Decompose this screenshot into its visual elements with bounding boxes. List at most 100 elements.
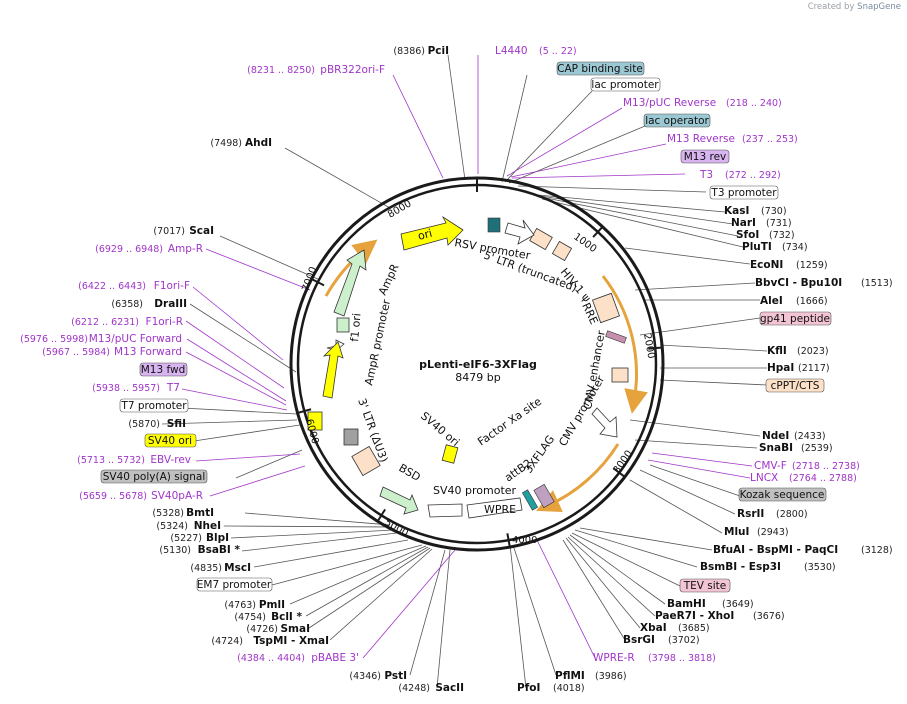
- box-m13-fwd: M13 fwd: [141, 364, 186, 376]
- site-kasi-pos: (730): [761, 206, 787, 217]
- site-sfoi-pos: (732): [769, 230, 795, 241]
- site-sfii-pos: (5870): [128, 419, 160, 430]
- site-pluti-pos: (734): [782, 242, 808, 253]
- feature-ori: ori: [416, 227, 433, 243]
- primer-lncx-range: (2764 .. 2788): [789, 473, 857, 484]
- site-bcli: BclI *: [271, 611, 302, 623]
- feature-sv40-ori: SV40 ori: [418, 409, 462, 449]
- primer-pbr322ori-f: pBR322ori-F: [320, 64, 385, 76]
- site-econi: EcoNI: [750, 259, 783, 271]
- site-snabi: SnaBI: [759, 442, 793, 454]
- site-nari: NarI: [731, 217, 756, 229]
- feature-bsd: BSD: [397, 461, 423, 484]
- box-cap-binding-site: CAP binding site: [557, 63, 643, 75]
- tick-mark: [311, 278, 325, 287]
- feature-wpre: WPRE: [484, 503, 516, 516]
- site-snabi-pos: (2539): [801, 443, 833, 454]
- primer-ebv-rev-range: (5713 .. 5732): [77, 455, 145, 466]
- site-pflmi-pos: (3986): [595, 671, 627, 682]
- tick-5000: 5000: [383, 517, 411, 539]
- tick-3000: 3000: [611, 449, 635, 476]
- left-sites: PciI(8386) AhdI(7498) ScaI(7017) DraIII(…: [111, 45, 464, 694]
- primer-pbabe-3-range: (4384 .. 4404): [237, 653, 305, 664]
- site-ahdi-pos: (7498): [210, 138, 242, 149]
- primer-m13puc-reverse: M13/pUC Reverse: [623, 97, 716, 109]
- site-kasi: KasI: [724, 205, 749, 217]
- primer-m13puc-forward: M13/pUC Forward: [89, 333, 182, 345]
- box-t3-promoter: T3 promoter: [710, 187, 777, 199]
- boxed-labels: CAP binding site lac promoter lac operat…: [100, 61, 832, 593]
- tick-mark: [648, 346, 663, 350]
- primer-sv40pa-r: SV40pA-R: [151, 490, 203, 502]
- tick-mark: [592, 226, 604, 238]
- box-tev-site: TEV site: [683, 580, 727, 592]
- site-pmli-pos: (4763): [224, 600, 256, 611]
- site-blpi-pos: (5227): [170, 533, 202, 544]
- primer-f1ori-f-range: (6422 .. 6443): [78, 281, 146, 292]
- box-em7-promoter: EM7 promoter: [197, 579, 272, 591]
- site-xbai-pos: (3685): [678, 623, 710, 634]
- site-sacii-pos: (4248): [398, 683, 430, 694]
- primer-t7-range: (5938 .. 5957): [92, 383, 160, 394]
- primer-f1ori-r: F1ori-R: [146, 316, 183, 328]
- site-scai-pos: (7017): [153, 226, 185, 237]
- inner-features: [307, 215, 629, 519]
- site-bfuai-pos: (3128): [861, 545, 893, 556]
- tick-4000: 4000: [512, 535, 537, 546]
- site-ndei: NdeI: [762, 430, 789, 442]
- site-blpi: BlpI: [206, 532, 229, 544]
- primer-wpre-r-range: (3798 .. 3818): [648, 653, 716, 664]
- site-smai: SmaI: [281, 623, 311, 635]
- site-draiii: DraIII: [154, 298, 187, 310]
- site-kfli: KflI: [767, 345, 787, 357]
- site-draiii-pos: (6358): [111, 299, 143, 310]
- primer-cmv-f: CMV-F: [754, 460, 787, 472]
- site-alei-pos: (1666): [796, 296, 828, 307]
- site-bbvci-pos: (1513): [861, 278, 893, 289]
- primer-pbr322ori-f-range: (8231 .. 8250): [247, 65, 315, 76]
- site-mlui: MluI: [724, 526, 749, 538]
- primer-wpre-r: WPRE-R: [593, 652, 635, 664]
- site-bsrgi-pos: (3702): [668, 635, 700, 646]
- site-ndei-pos: (2433): [794, 431, 826, 442]
- site-rsrii: RsrII: [737, 508, 764, 520]
- site-bmti-pos: (5328): [152, 508, 184, 519]
- site-bmti: BmtI: [186, 507, 214, 519]
- site-scai: ScaI: [189, 225, 214, 237]
- tick-7000: 7000: [300, 265, 319, 293]
- primer-labels: L4440(5 .. 22) pBR322ori-F(8231 .. 8250)…: [20, 45, 860, 664]
- primer-m13puc-forward-range: (5976 .. 5998): [20, 334, 88, 345]
- site-rsrii-pos: (2800): [776, 509, 808, 520]
- site-xbai: XbaI: [640, 622, 667, 634]
- snapgene-logo: SnapGene: [857, 2, 901, 12]
- site-paer7i-xhoi: PaeR7I - XhoI: [655, 610, 734, 622]
- primer-leaders: [181, 55, 753, 659]
- site-bsabi: BsaBI *: [198, 544, 241, 556]
- site-bsmbi-pos: (3530): [804, 562, 836, 573]
- primer-t7: T7: [166, 382, 180, 394]
- site-ahdi: AhdI: [245, 137, 272, 149]
- plasmid-name: pLenti-eIF6-3XFlag: [419, 358, 537, 371]
- site-pmli: PmlI: [259, 599, 285, 611]
- site-sacii: SacII: [435, 682, 464, 694]
- primer-m13puc-reverse-range: (218 .. 240): [726, 98, 782, 109]
- site-bamhi: BamHI: [667, 598, 706, 610]
- site-econi-pos: (1259): [796, 260, 828, 271]
- site-pflmi: PflMI: [555, 670, 585, 682]
- primer-lncx: LNCX: [750, 472, 778, 484]
- snapgene-credit: Created by SnapGene: [808, 2, 901, 12]
- feature-sv40-promoter: SV40 promoter: [433, 484, 517, 497]
- primer-cmv-f-range: (2718 .. 2738): [792, 461, 860, 472]
- site-nhei-pos: (5324): [156, 521, 188, 532]
- box-kozak-sequence: Kozak sequence: [740, 489, 825, 501]
- feature-3xflag: 3XFLAG: [522, 433, 557, 476]
- feature-ampr-promoter: AmpR promoter: [362, 298, 393, 387]
- box-gp41-peptide: gp41 peptide: [760, 313, 830, 325]
- feature-arcs: [324, 239, 648, 513]
- box-lac-operator: lac operator: [645, 115, 709, 127]
- primer-m13-reverse: M13 Reverse: [667, 133, 735, 145]
- tick-marks: [297, 178, 663, 548]
- site-sfoi: SfoI: [736, 229, 759, 241]
- primer-f1ori-f: F1ori-F: [154, 280, 190, 292]
